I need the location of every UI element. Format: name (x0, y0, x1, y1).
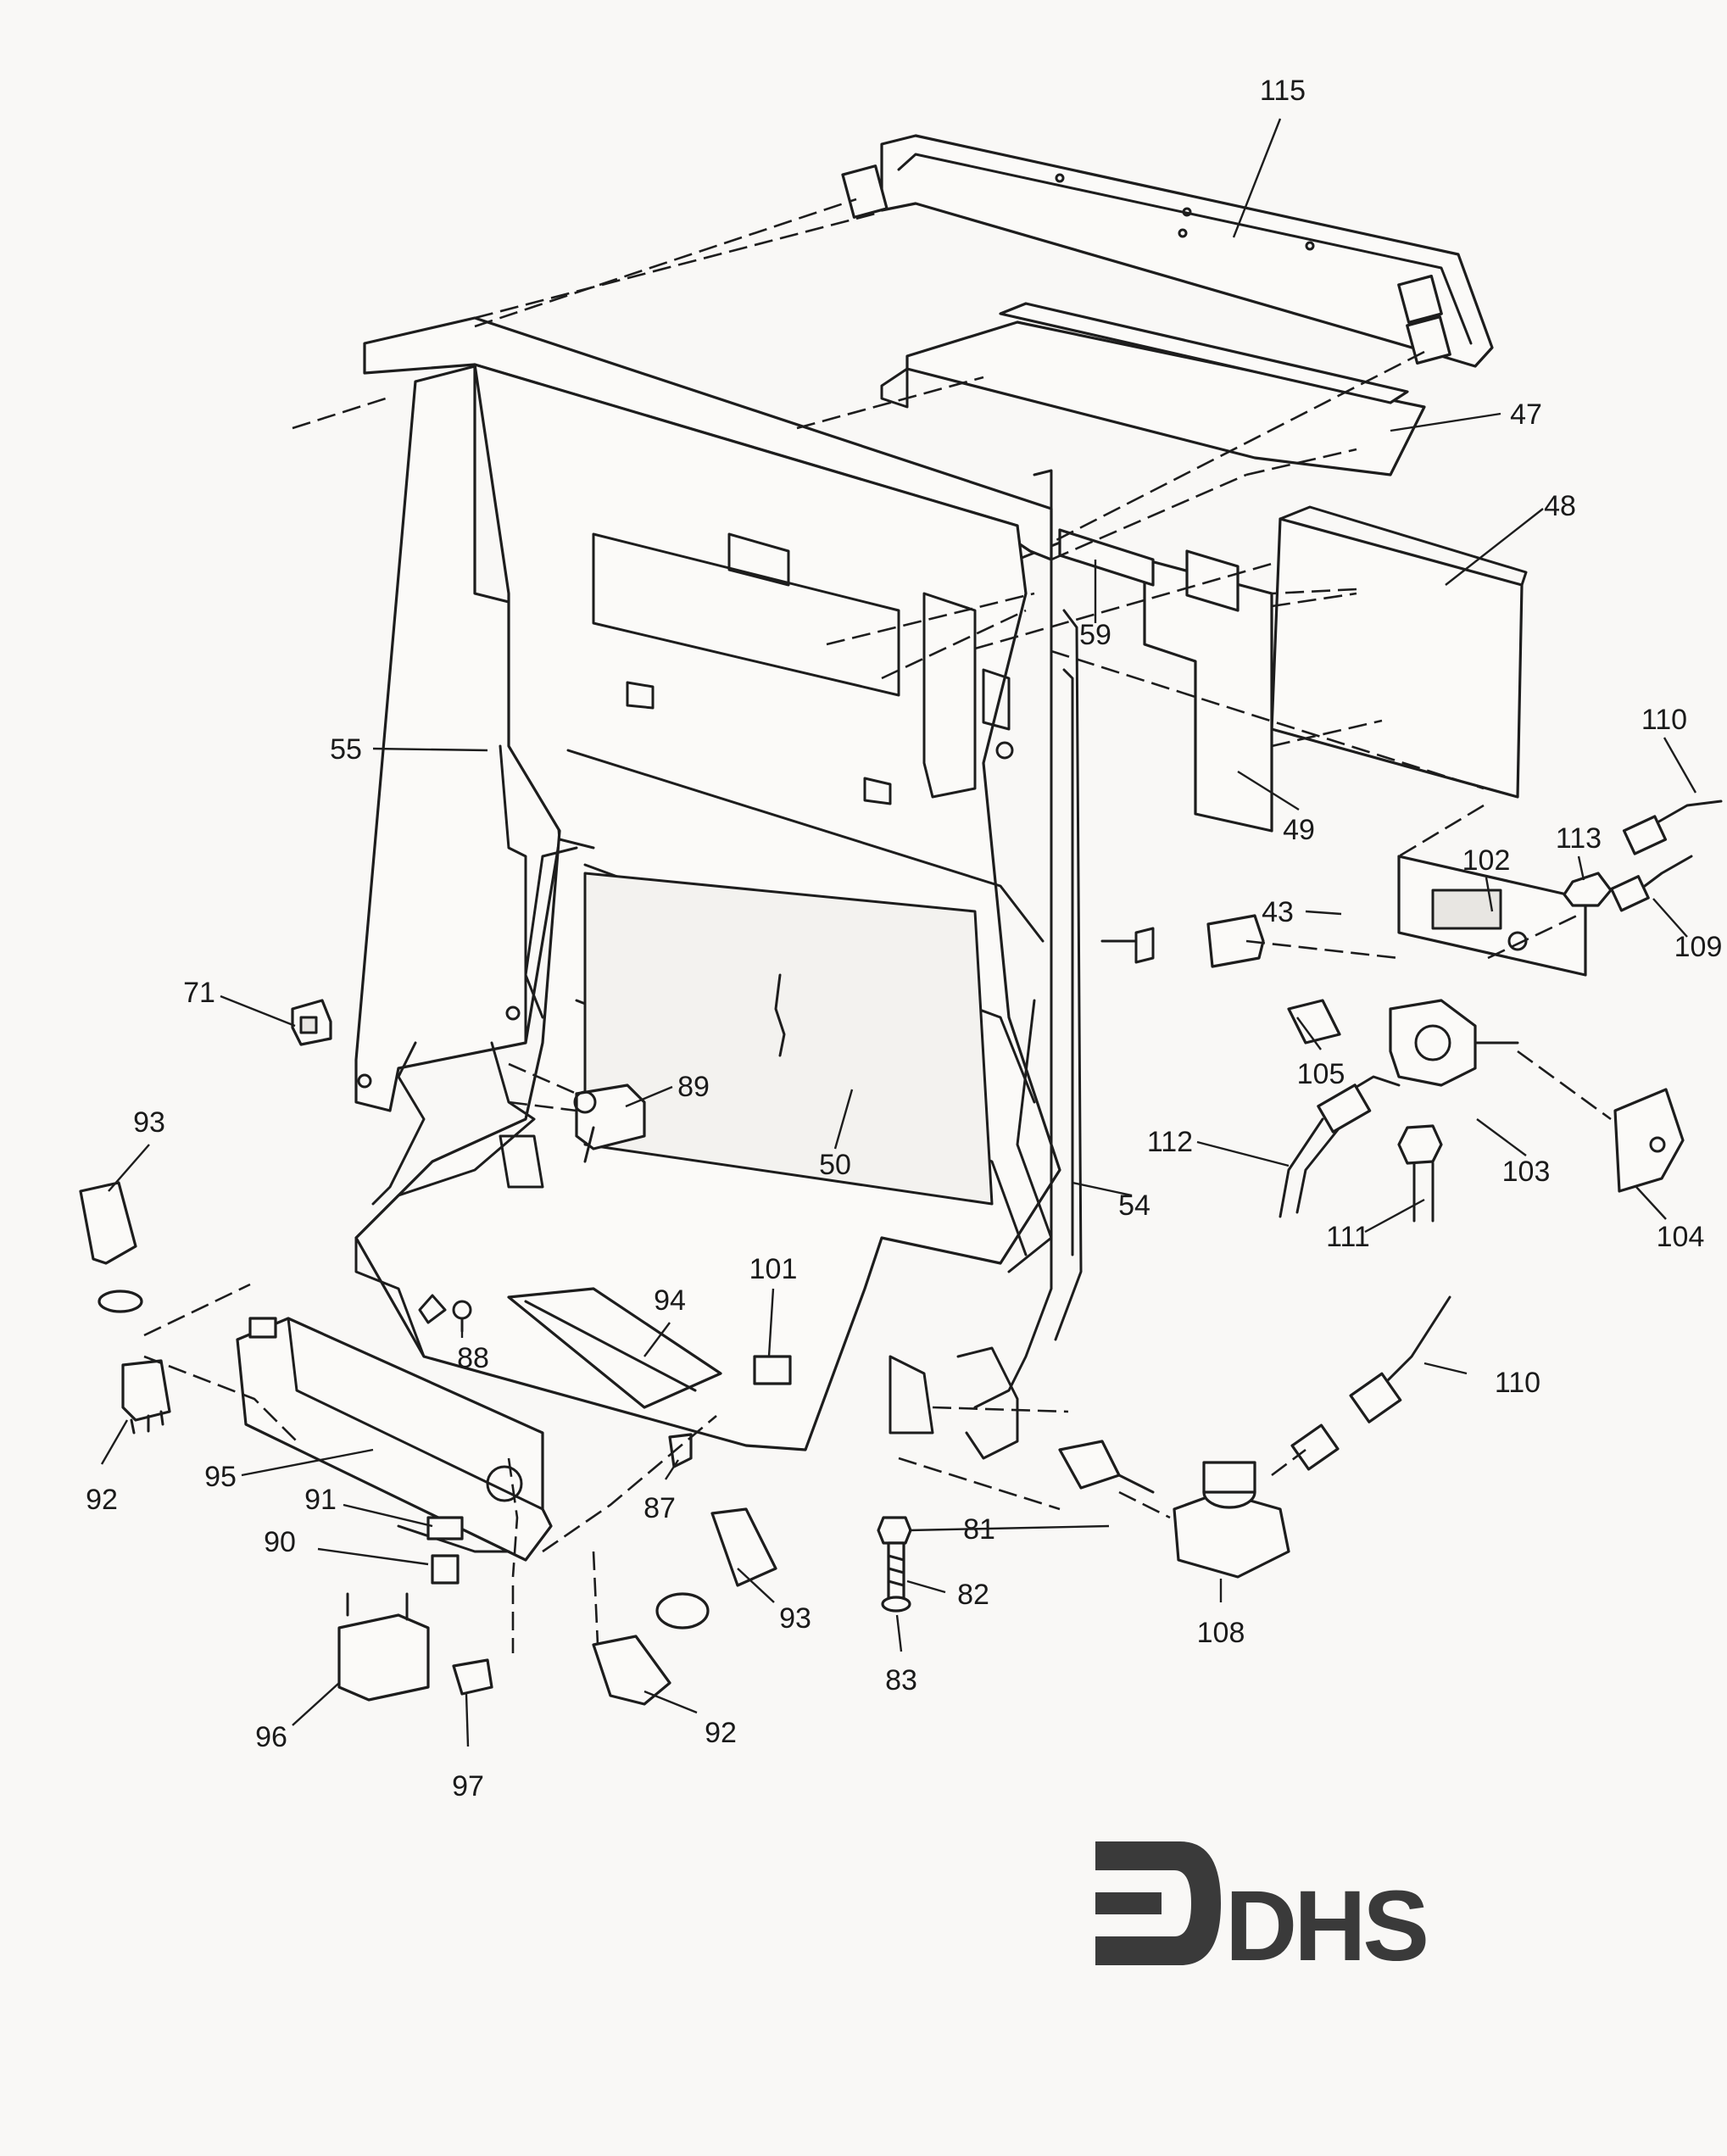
callout-94: 94 (654, 1284, 686, 1317)
callout-89: 89 (677, 1071, 710, 1103)
assembly-guide-lines (143, 198, 1612, 1653)
callout-59: 59 (1079, 619, 1111, 651)
callout-96: 96 (255, 1721, 287, 1753)
callout-92-lower: 92 (705, 1717, 737, 1749)
dhs-brand-mark-icon (1095, 1841, 1221, 1965)
callout-105: 105 (1297, 1058, 1345, 1090)
part-92-socket-upper (121, 1359, 171, 1435)
dhs-logo-text: DHS (1225, 1870, 1426, 1982)
callout-48: 48 (1544, 490, 1576, 522)
part-112-supply-hose (1279, 1075, 1401, 1218)
part-109-hose (1610, 855, 1693, 912)
part-103-valve (1389, 999, 1519, 1087)
part-71-clip (291, 999, 332, 1046)
part-81-nut (877, 1516, 912, 1545)
callout-113: 113 (1556, 822, 1602, 855)
part-108-fitting (1058, 1440, 1155, 1494)
callout-54: 54 (1118, 1189, 1150, 1222)
part-105-fitting (1100, 914, 1341, 1045)
part-82-bolt (887, 1541, 905, 1600)
part-47-top-panel (880, 302, 1426, 476)
callout-93-upper: 93 (133, 1106, 165, 1139)
callout-115: 115 (1260, 75, 1306, 107)
callout-55: 55 (330, 733, 362, 766)
part-110-hose-lower (1290, 1295, 1451, 1471)
callout-108: 108 (1197, 1617, 1245, 1649)
part-96-relay (337, 1592, 430, 1702)
part-101-latch (753, 1355, 792, 1385)
callout-83: 83 (885, 1664, 917, 1696)
part-95-control-housing (236, 1317, 553, 1562)
callout-109: 109 (1674, 931, 1723, 963)
part-49-bracket-panel (1143, 549, 1273, 833)
part-93-bulb-upper (79, 1181, 143, 1313)
part-87-cable-clip (668, 1433, 693, 1468)
part-111-tube (1397, 1124, 1443, 1223)
callout-103: 103 (1502, 1156, 1551, 1188)
callout-leaders (100, 118, 1697, 1747)
part-90-switch (431, 1554, 460, 1585)
callout-93-lower: 93 (779, 1602, 811, 1635)
part-83-washer (881, 1596, 911, 1613)
callout-92-upper: 92 (86, 1484, 118, 1516)
part-94-trim-strip (507, 1287, 722, 1409)
callout-49: 49 (1283, 814, 1315, 846)
callout-97: 97 (452, 1770, 484, 1802)
part-104-plate (1613, 1088, 1685, 1193)
callout-110-lower: 110 (1495, 1367, 1540, 1399)
part-89-hinge-block (573, 1084, 646, 1163)
callout-50: 50 (819, 1149, 851, 1181)
callout-47: 47 (1510, 398, 1542, 431)
part-50-inner-liner (583, 872, 994, 1206)
part-93-bulb-lower (655, 1507, 777, 1630)
callout-82: 82 (957, 1579, 989, 1611)
part-91-wire (397, 1516, 510, 1553)
part-92-socket-lower (592, 1635, 671, 1706)
callout-91: 91 (304, 1484, 337, 1516)
callout-labels: 115 47 48 59 55 49 110 113 102 43 109 71… (86, 75, 1722, 1802)
part-48-side-panel (1270, 505, 1528, 799)
callout-88: 88 (457, 1342, 489, 1374)
callout-90: 90 (264, 1526, 296, 1558)
callout-81: 81 (963, 1513, 995, 1546)
dhs-logo: DHS (1095, 1841, 1429, 1982)
part-54-side-rail (1062, 668, 1074, 1256)
part-113-nut (1563, 872, 1613, 907)
callout-102: 102 (1462, 844, 1511, 877)
callout-110-upper: 110 (1641, 704, 1687, 736)
part-97-connector (452, 1658, 493, 1696)
callout-95: 95 (204, 1461, 237, 1493)
part-110-hose-upper (1622, 799, 1723, 855)
callout-104: 104 (1657, 1221, 1705, 1253)
callout-111: 111 (1326, 1221, 1370, 1253)
callout-71: 71 (183, 977, 215, 1009)
callout-112: 112 (1147, 1126, 1193, 1158)
part-115-top-rail (841, 134, 1494, 368)
callout-101: 101 (749, 1253, 798, 1285)
part-108-valve-body (1173, 1461, 1290, 1579)
callout-87: 87 (643, 1492, 676, 1524)
callout-43: 43 (1262, 896, 1294, 928)
